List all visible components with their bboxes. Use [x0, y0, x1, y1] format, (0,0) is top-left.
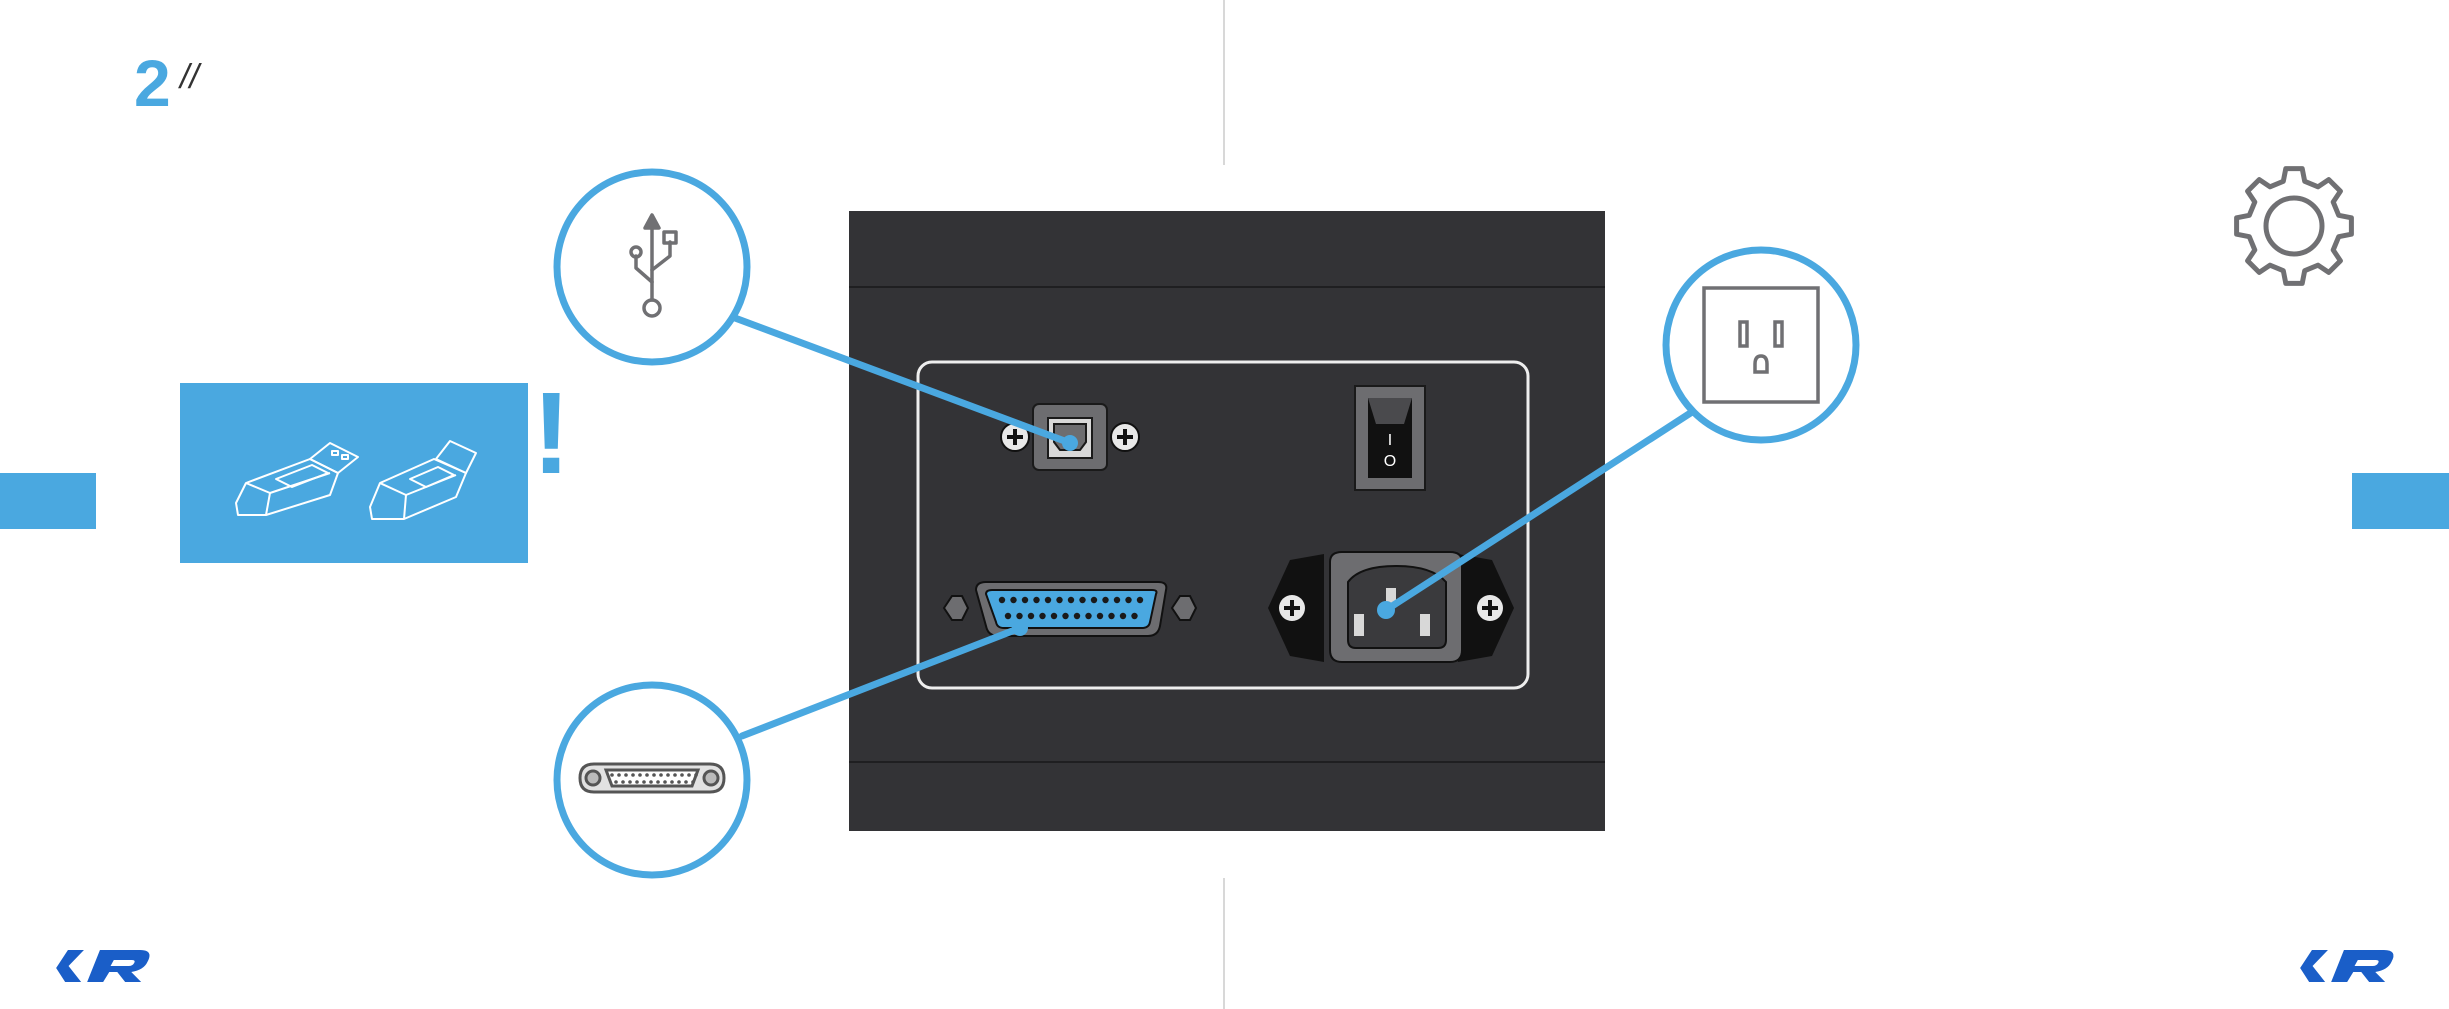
db25-icon-pin — [666, 773, 670, 777]
power-switch: I O — [1355, 386, 1425, 490]
db25-icon-pin — [645, 773, 649, 777]
db25-icon-pin — [631, 773, 635, 777]
db25-icon-pin — [610, 773, 614, 777]
db25-pin — [1091, 597, 1097, 603]
switch-on-label: I — [1388, 432, 1392, 449]
db25-icon-pin — [617, 773, 621, 777]
db25-pin — [1033, 597, 1039, 603]
db25-icon-pin — [691, 780, 695, 784]
db25-pin — [1074, 613, 1080, 619]
switch-off-label: O — [1384, 453, 1396, 470]
usb-callout — [557, 172, 747, 362]
db25-icon-pin — [663, 780, 667, 784]
db25-pin — [1051, 613, 1057, 619]
db25-pin — [1039, 613, 1045, 619]
device-back-panel — [849, 211, 1605, 831]
db25-pin — [1005, 613, 1011, 619]
db25-icon-pin — [694, 773, 698, 777]
db25-pin — [1022, 597, 1028, 603]
db25-icon-pin — [680, 773, 684, 777]
db25-pin — [1079, 597, 1085, 603]
db25-icon-pin — [652, 773, 656, 777]
db25-icon-pin — [684, 780, 688, 784]
db25-pin — [1068, 597, 1074, 603]
db25-pin — [1108, 613, 1114, 619]
db25-callout — [557, 685, 747, 875]
db25-pin — [1131, 613, 1137, 619]
db25-pin — [1102, 597, 1108, 603]
db25-pin — [1016, 613, 1022, 619]
db25-icon-pin — [628, 780, 632, 784]
db25-icon-pin — [614, 780, 618, 784]
logo-right — [2297, 950, 2395, 982]
db25-icon-pin — [649, 780, 653, 784]
db25-pin — [1085, 613, 1091, 619]
db25-pin — [1028, 613, 1034, 619]
db25-icon-pin — [621, 780, 625, 784]
power-outlet-callout — [1666, 250, 1856, 440]
db25-icon-pin — [659, 773, 663, 777]
db25-pin — [1125, 597, 1131, 603]
db25-icon-pin — [624, 773, 628, 777]
db25-icon-pin — [656, 780, 660, 784]
db25-pin — [1045, 597, 1051, 603]
logo-left — [53, 950, 151, 982]
db25-icon-pin — [673, 773, 677, 777]
db25-pin — [1056, 597, 1062, 603]
db25-pin — [1010, 597, 1016, 603]
db25-pin — [1062, 613, 1068, 619]
db25-pin — [1097, 613, 1103, 619]
gear-outline — [2237, 169, 2352, 284]
db25-icon-pin — [687, 773, 691, 777]
db25-pin — [1137, 597, 1143, 603]
db25-icon-pin — [638, 773, 642, 777]
db25-icon-pin — [635, 780, 639, 784]
db25-icon-pin — [642, 780, 646, 784]
db25-connector-icon — [580, 764, 724, 792]
db25-pin — [999, 597, 1005, 603]
db25-icon-pin — [677, 780, 681, 784]
db25-pin — [1114, 597, 1120, 603]
db25-icon-pin — [670, 780, 674, 784]
gear-hub — [2266, 198, 2322, 254]
gear-icon — [2237, 169, 2352, 284]
db25-pin — [1120, 613, 1126, 619]
